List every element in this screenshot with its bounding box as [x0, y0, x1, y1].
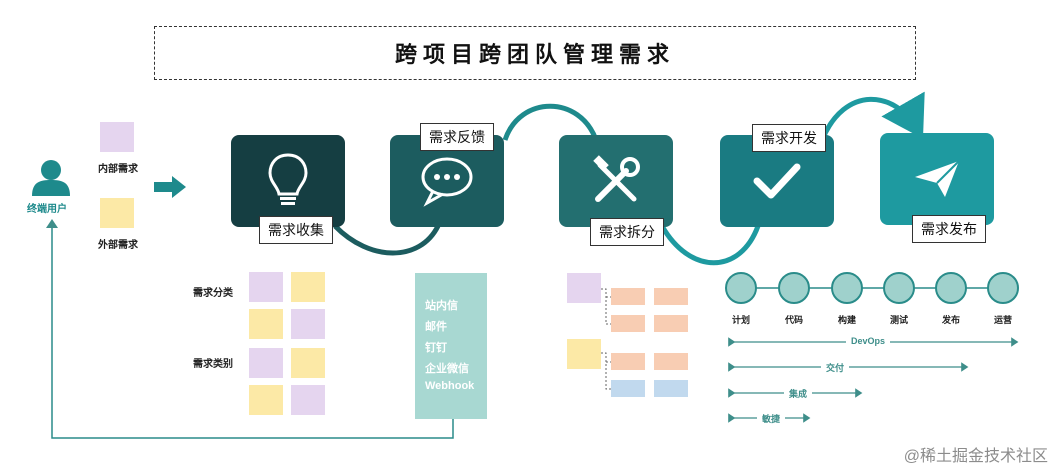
stage-release-card	[880, 133, 994, 225]
channel-item: 钉钉	[425, 342, 447, 354]
stage-feedback-label: 需求反馈	[420, 123, 494, 151]
notification-channels: 站内信 邮件 钉钉 企业微信 Webhook	[415, 273, 487, 419]
category-sticky	[291, 272, 325, 302]
split-task-tile	[654, 315, 688, 332]
category-sticky	[291, 309, 325, 339]
type-sticky	[249, 348, 283, 378]
phase-label: 测试	[889, 315, 908, 325]
category-label: 需求分类	[193, 288, 233, 299]
type-sticky	[291, 385, 325, 415]
split-source-sticky	[567, 273, 601, 303]
phase-circle-plan	[725, 272, 757, 304]
internal-request-label: 内部需求	[98, 164, 138, 175]
external-request-label: 外部需求	[98, 240, 138, 251]
checkmark-icon	[753, 163, 801, 199]
stage-develop-label: 需求开发	[752, 124, 826, 152]
type-sticky	[249, 385, 283, 415]
phase-circle-test	[883, 272, 915, 304]
phase-label: 运营	[993, 315, 1012, 325]
delivery-range-label: 交付	[821, 361, 850, 374]
phase-label: 构建	[837, 315, 856, 325]
chat-bubble-icon	[421, 157, 473, 207]
stage-release-label: 需求发布	[912, 215, 986, 243]
flow-curve-1	[333, 224, 441, 256]
stage-collect-card	[231, 135, 345, 227]
phase-circle-code	[778, 272, 810, 304]
phase-circle-release	[935, 272, 967, 304]
category-sticky	[249, 309, 283, 339]
external-request-sticky	[100, 198, 134, 228]
stage-collect-label: 需求收集	[259, 216, 333, 244]
type-label: 需求类别	[193, 359, 233, 370]
tools-icon	[593, 155, 640, 202]
split-task-tile	[611, 353, 645, 370]
feedback-loop-line	[46, 219, 454, 439]
devops-range-label: DevOps	[846, 336, 891, 346]
user-label: 终端用户	[27, 204, 67, 215]
lightbulb-icon	[268, 153, 308, 205]
split-task-tile	[654, 353, 688, 370]
user-icon	[32, 160, 70, 196]
channel-item: 企业微信	[425, 363, 469, 375]
paper-plane-icon	[915, 160, 960, 197]
phase-label: 代码	[784, 315, 803, 325]
channel-item: 站内信	[425, 300, 458, 312]
phase-circle-operate	[987, 272, 1019, 304]
agile-range-label: 敏捷	[757, 412, 786, 425]
split-bracket-1	[601, 288, 611, 325]
channel-item: 邮件	[425, 321, 447, 333]
split-task-tile	[654, 288, 688, 305]
phase-circle-build	[831, 272, 863, 304]
type-sticky	[291, 348, 325, 378]
phase-label: 计划	[731, 315, 750, 325]
split-task-tile	[611, 288, 645, 305]
split-task-tile	[611, 380, 645, 397]
right-arrow-icon	[154, 176, 186, 198]
internal-request-sticky	[100, 122, 134, 152]
flow-curve-2	[502, 103, 599, 141]
category-sticky	[249, 272, 283, 302]
integration-range-label: 集成	[784, 387, 813, 400]
channel-item: Webhook	[425, 380, 475, 392]
split-task-tile	[611, 315, 645, 332]
split-source-sticky	[567, 339, 601, 369]
split-bracket-2	[601, 352, 611, 390]
page-title: 跨项目跨团队管理需求	[154, 26, 916, 80]
split-task-tile	[654, 380, 688, 397]
phase-label: 发布	[941, 315, 960, 325]
stage-split-card	[559, 135, 673, 227]
stage-split-label: 需求拆分	[590, 218, 664, 246]
watermark: @稀土掘金技术社区	[903, 448, 1048, 465]
flow-curve-3	[659, 224, 761, 266]
flow-curve-4	[819, 91, 925, 141]
